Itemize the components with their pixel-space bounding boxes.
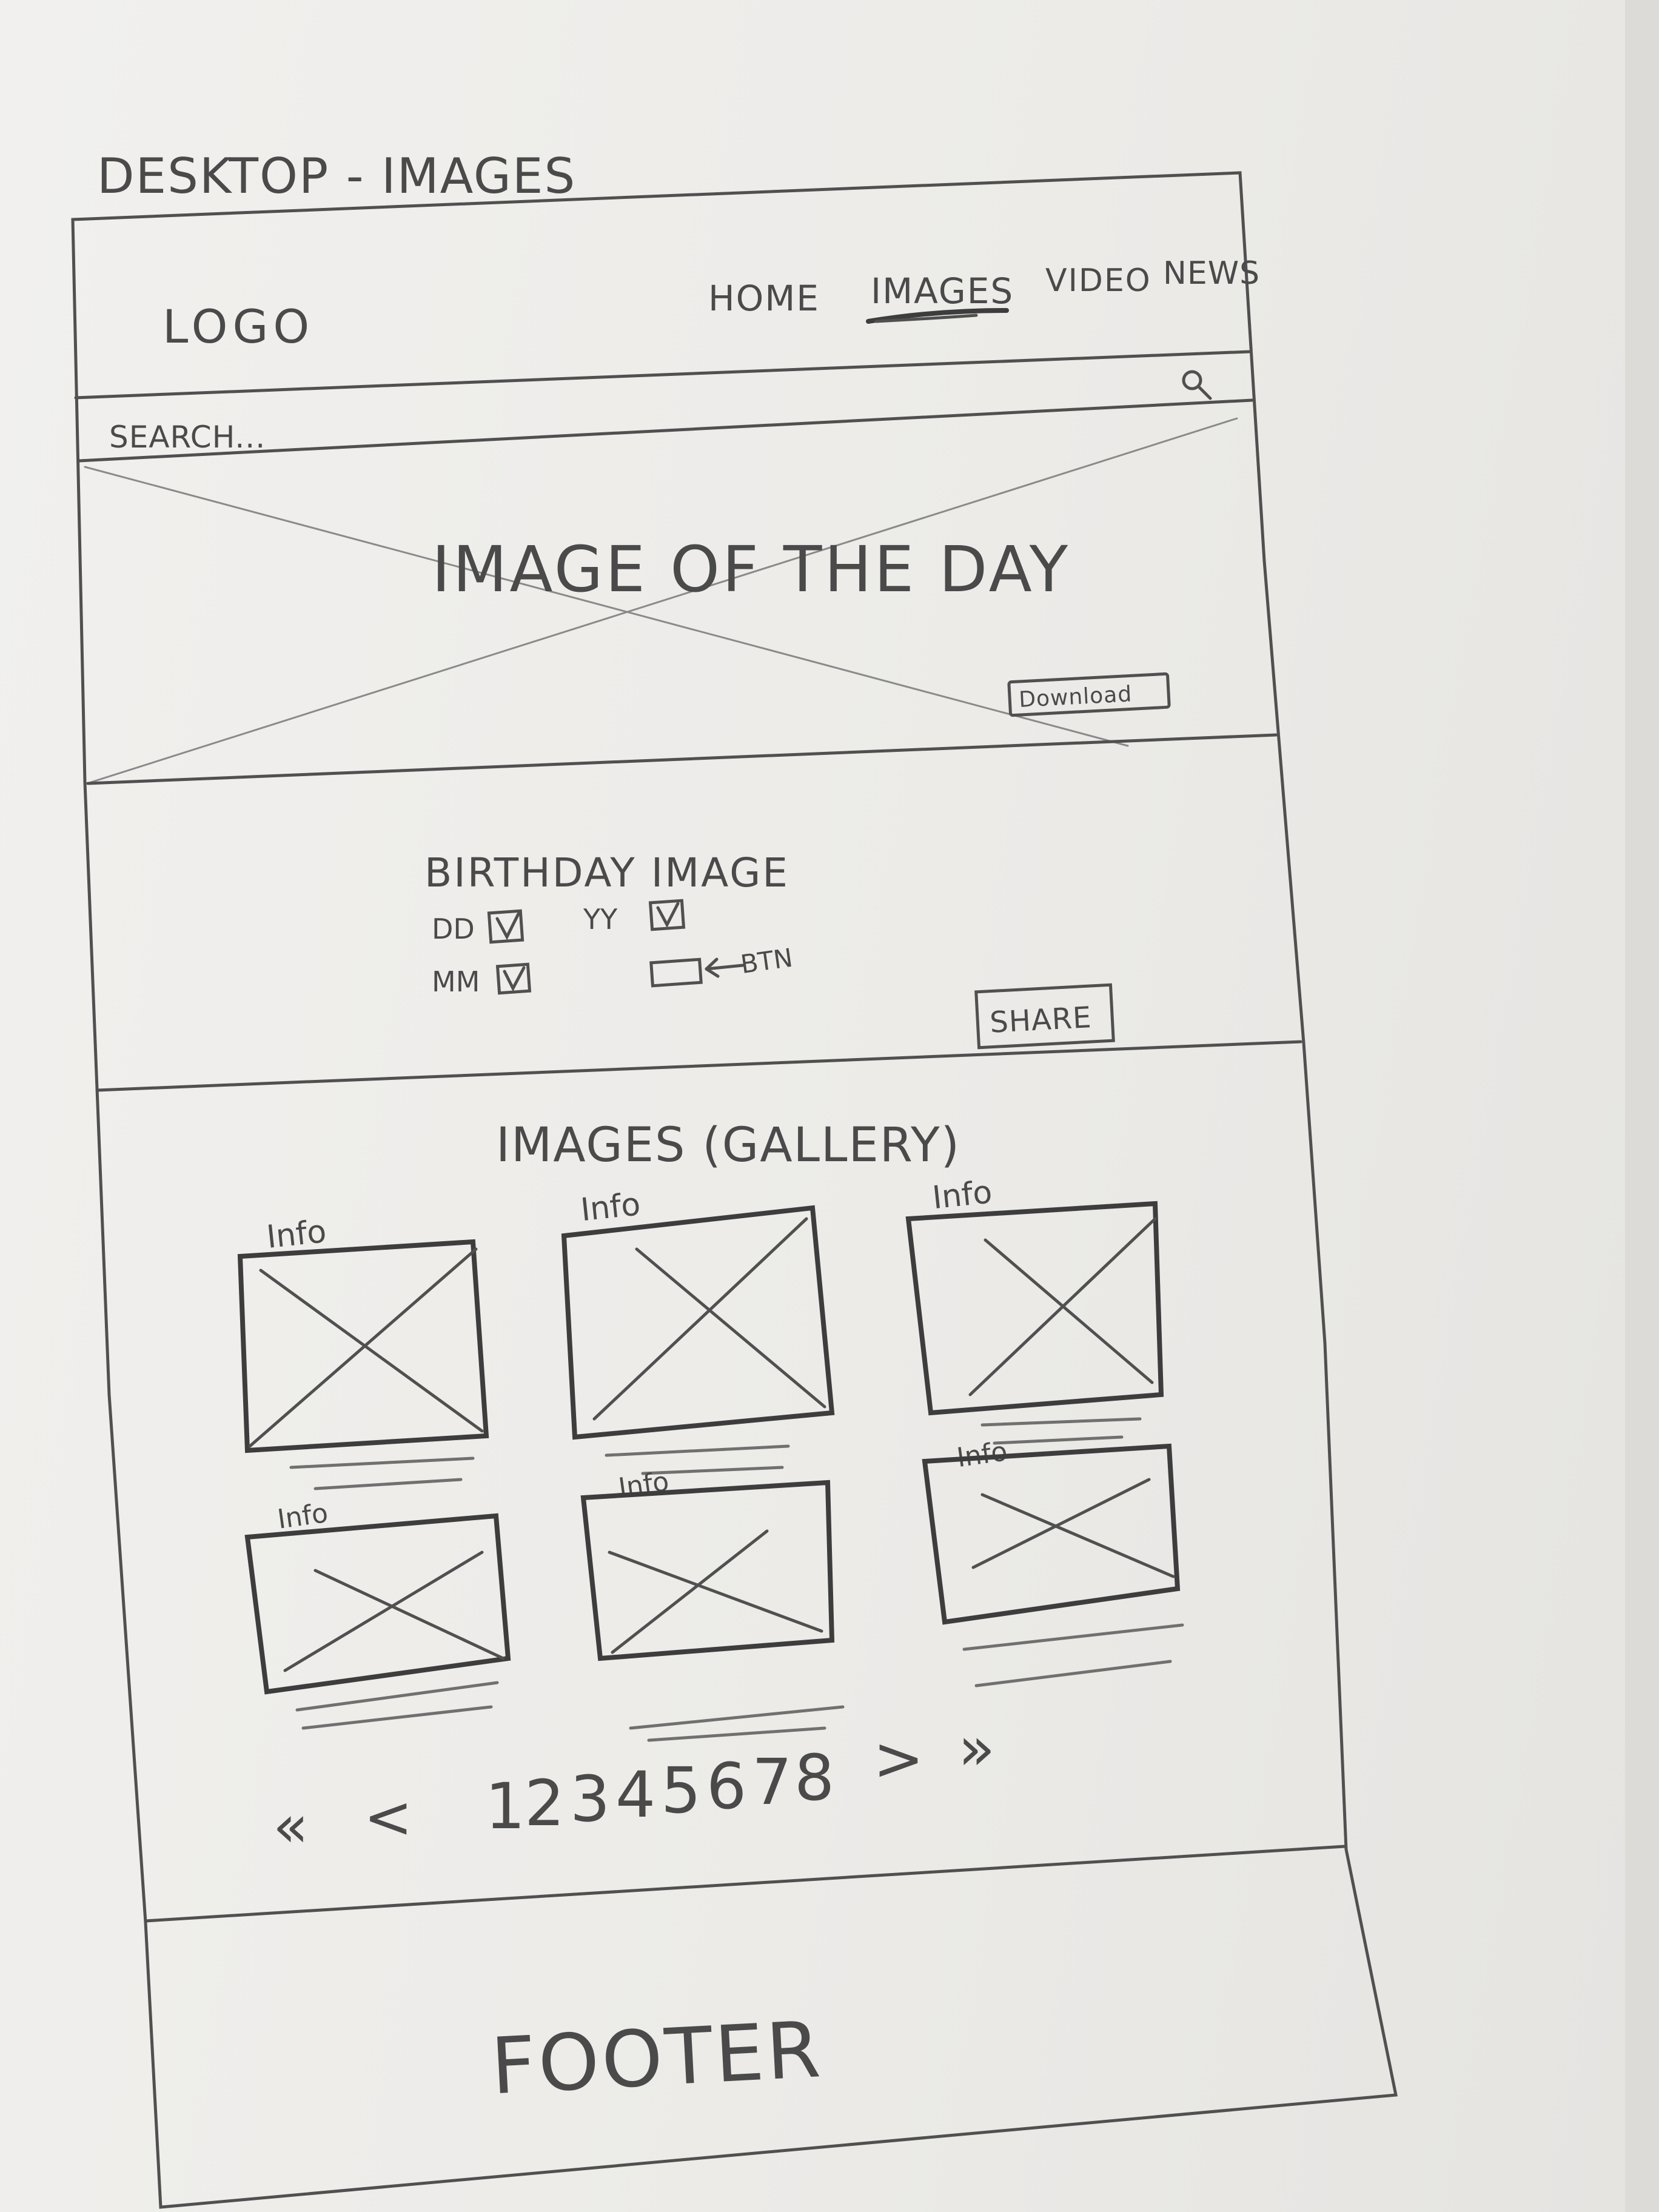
gallery-item-caption (980, 1417, 1142, 1427)
dd-label: DD (432, 913, 475, 945)
birthday-divider (95, 1040, 1302, 1092)
pagination-page-2[interactable]: 2 (525, 1766, 565, 1840)
download-button[interactable] (1007, 672, 1171, 717)
nav-home[interactable]: HOME (708, 278, 820, 319)
gallery-item-frame (561, 1205, 835, 1440)
footer: FOOTER (489, 2005, 825, 2112)
nav-images[interactable]: IMAGES (871, 270, 1014, 312)
gallery-item-frame (580, 1480, 835, 1661)
paper-edge (1625, 0, 1659, 2212)
gallery-item-info: Info (931, 1174, 994, 1216)
yy-label: YY (583, 903, 618, 936)
pagination-page-5[interactable]: 5 (661, 1754, 701, 1828)
logo[interactable]: LOGO (163, 300, 314, 354)
birthday-submit-button[interactable] (649, 957, 703, 988)
gallery-item-info: Info (617, 1466, 671, 1504)
pagination-page-7[interactable]: 7 (752, 1745, 792, 1819)
arrow-left-icon (705, 957, 745, 978)
search-divider (77, 398, 1254, 463)
pagination-page-8[interactable]: 8 (794, 1741, 834, 1815)
page-frame (71, 171, 1398, 2209)
pagination-page-4[interactable]: 4 (615, 1758, 655, 1832)
gallery-item[interactable]: Info (237, 1213, 489, 1490)
gallery-item-caption (962, 1623, 1184, 1651)
dd-checkbox[interactable] (487, 909, 525, 944)
hero-section: IMAGE OF THE DAY Download (84, 417, 1278, 785)
page-label: DESKTOP - IMAGES (97, 148, 576, 204)
gallery-item-frame (905, 1201, 1164, 1416)
gallery-item-frame (244, 1513, 511, 1695)
search-input[interactable]: SEARCH... (109, 420, 266, 455)
pagination: « < 1 2 3 4 5 6 7 8 > » (273, 1713, 995, 1860)
gallery-item[interactable]: Info (561, 1186, 835, 1475)
birthday-title: BIRTHDAY IMAGE (424, 850, 789, 896)
pagination-prev[interactable]: < (364, 1783, 412, 1851)
pagination-last[interactable]: » (958, 1713, 995, 1784)
nav-news[interactable]: NEWS (1163, 255, 1260, 292)
gallery-item-frame (922, 1443, 1181, 1625)
gallery-item-frame (237, 1239, 489, 1453)
gallery-item-caption (629, 1705, 845, 1730)
nav-video[interactable]: VIDEO (1045, 263, 1151, 299)
gallery-section: IMAGES (GALLERY) Info Info Info (144, 1118, 1347, 1923)
share-button-label[interactable]: SHARE (989, 1000, 1093, 1040)
hero-title: IMAGE OF THE DAY (432, 532, 1070, 606)
download-button-label[interactable]: Download (1018, 682, 1133, 712)
pagination-page-3[interactable]: 3 (570, 1762, 610, 1836)
header: LOGO HOME IMAGES VIDEO NEWS (74, 255, 1260, 400)
gallery-item-caption (605, 1444, 790, 1457)
share-button[interactable] (974, 983, 1115, 1050)
footer-label: FOOTER (489, 2005, 825, 2112)
gallery-item[interactable]: Info (905, 1174, 1164, 1445)
nav-images-underline (866, 308, 1009, 324)
pagination-page-6[interactable]: 6 (706, 1749, 746, 1823)
gallery-item-info: Info (265, 1213, 328, 1256)
btn-note: BTN (739, 943, 794, 979)
gallery-item[interactable]: Info (580, 1466, 845, 1742)
gallery-item[interactable]: Info (244, 1498, 511, 1730)
search-bar[interactable]: SEARCH... (77, 370, 1254, 463)
mm-label: MM (432, 965, 480, 998)
mm-checkbox[interactable] (495, 962, 532, 995)
header-divider (74, 350, 1251, 400)
hero-image-placeholder-line-1 (84, 466, 1129, 747)
gallery-title: IMAGES (GALLERY) (496, 1118, 960, 1173)
gallery-divider (144, 1845, 1347, 1923)
hero-divider (86, 733, 1278, 785)
pagination-page-1[interactable]: 1 (485, 1769, 525, 1843)
search-icon[interactable] (1182, 370, 1212, 400)
birthday-section: BIRTHDAY IMAGE DD YY MM BTN SHARE (95, 850, 1302, 1092)
pagination-next[interactable]: > (873, 1723, 924, 1794)
hero-image-placeholder-line-2 (90, 417, 1238, 783)
gallery-item-caption (289, 1456, 475, 1469)
pagination-first[interactable]: « (273, 1792, 309, 1860)
gallery-item-caption (295, 1681, 499, 1712)
nav-images-underline-2 (874, 313, 978, 323)
gallery-item[interactable]: Info (922, 1436, 1184, 1687)
gallery-item-info: Info (579, 1186, 642, 1228)
yy-checkbox[interactable] (648, 899, 686, 931)
